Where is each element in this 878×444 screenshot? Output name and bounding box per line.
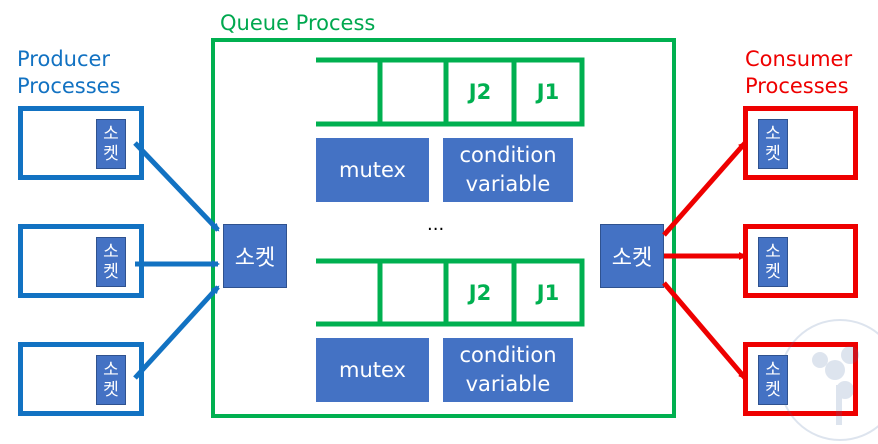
queue-out-socket: 소켓 — [600, 224, 664, 288]
producer-process-box: 소켓 — [18, 224, 144, 298]
queue-cell-job: J2 — [468, 80, 492, 104]
queue-cell-job: J1 — [536, 281, 560, 305]
queue-cell-job: J1 — [536, 80, 560, 104]
producer-process-box: 소켓 — [18, 106, 144, 180]
producer-processes-title: Producer Processes — [17, 47, 121, 98]
consumer-arrow — [662, 141, 747, 237]
producer-arrow — [133, 141, 220, 232]
producer-socket: 소켓 — [96, 119, 126, 169]
producer-process-box: 소켓 — [18, 342, 144, 416]
consumer-socket: 소켓 — [758, 355, 788, 405]
condition-variable-box: condition variable — [443, 138, 573, 202]
producer-socket: 소켓 — [96, 237, 126, 287]
producer-socket: 소켓 — [96, 355, 126, 405]
consumer-arrow — [662, 281, 747, 380]
condition-variable-box: condition variable — [443, 338, 573, 402]
producer-arrow — [133, 285, 220, 380]
mutex-box: mutex — [316, 138, 429, 202]
queue-in-socket: 소켓 — [223, 224, 287, 288]
queue-ellipsis: ... — [427, 214, 445, 235]
queue-process-title: Queue Process — [220, 11, 376, 35]
consumer-socket: 소켓 — [758, 237, 788, 287]
consumer-socket: 소켓 — [758, 119, 788, 169]
queue-cell-job: J2 — [468, 281, 492, 305]
mutex-box: mutex — [316, 338, 429, 402]
consumer-process-box: 소켓 — [743, 224, 858, 298]
consumer-processes-title: Consumer Processes — [745, 47, 853, 98]
